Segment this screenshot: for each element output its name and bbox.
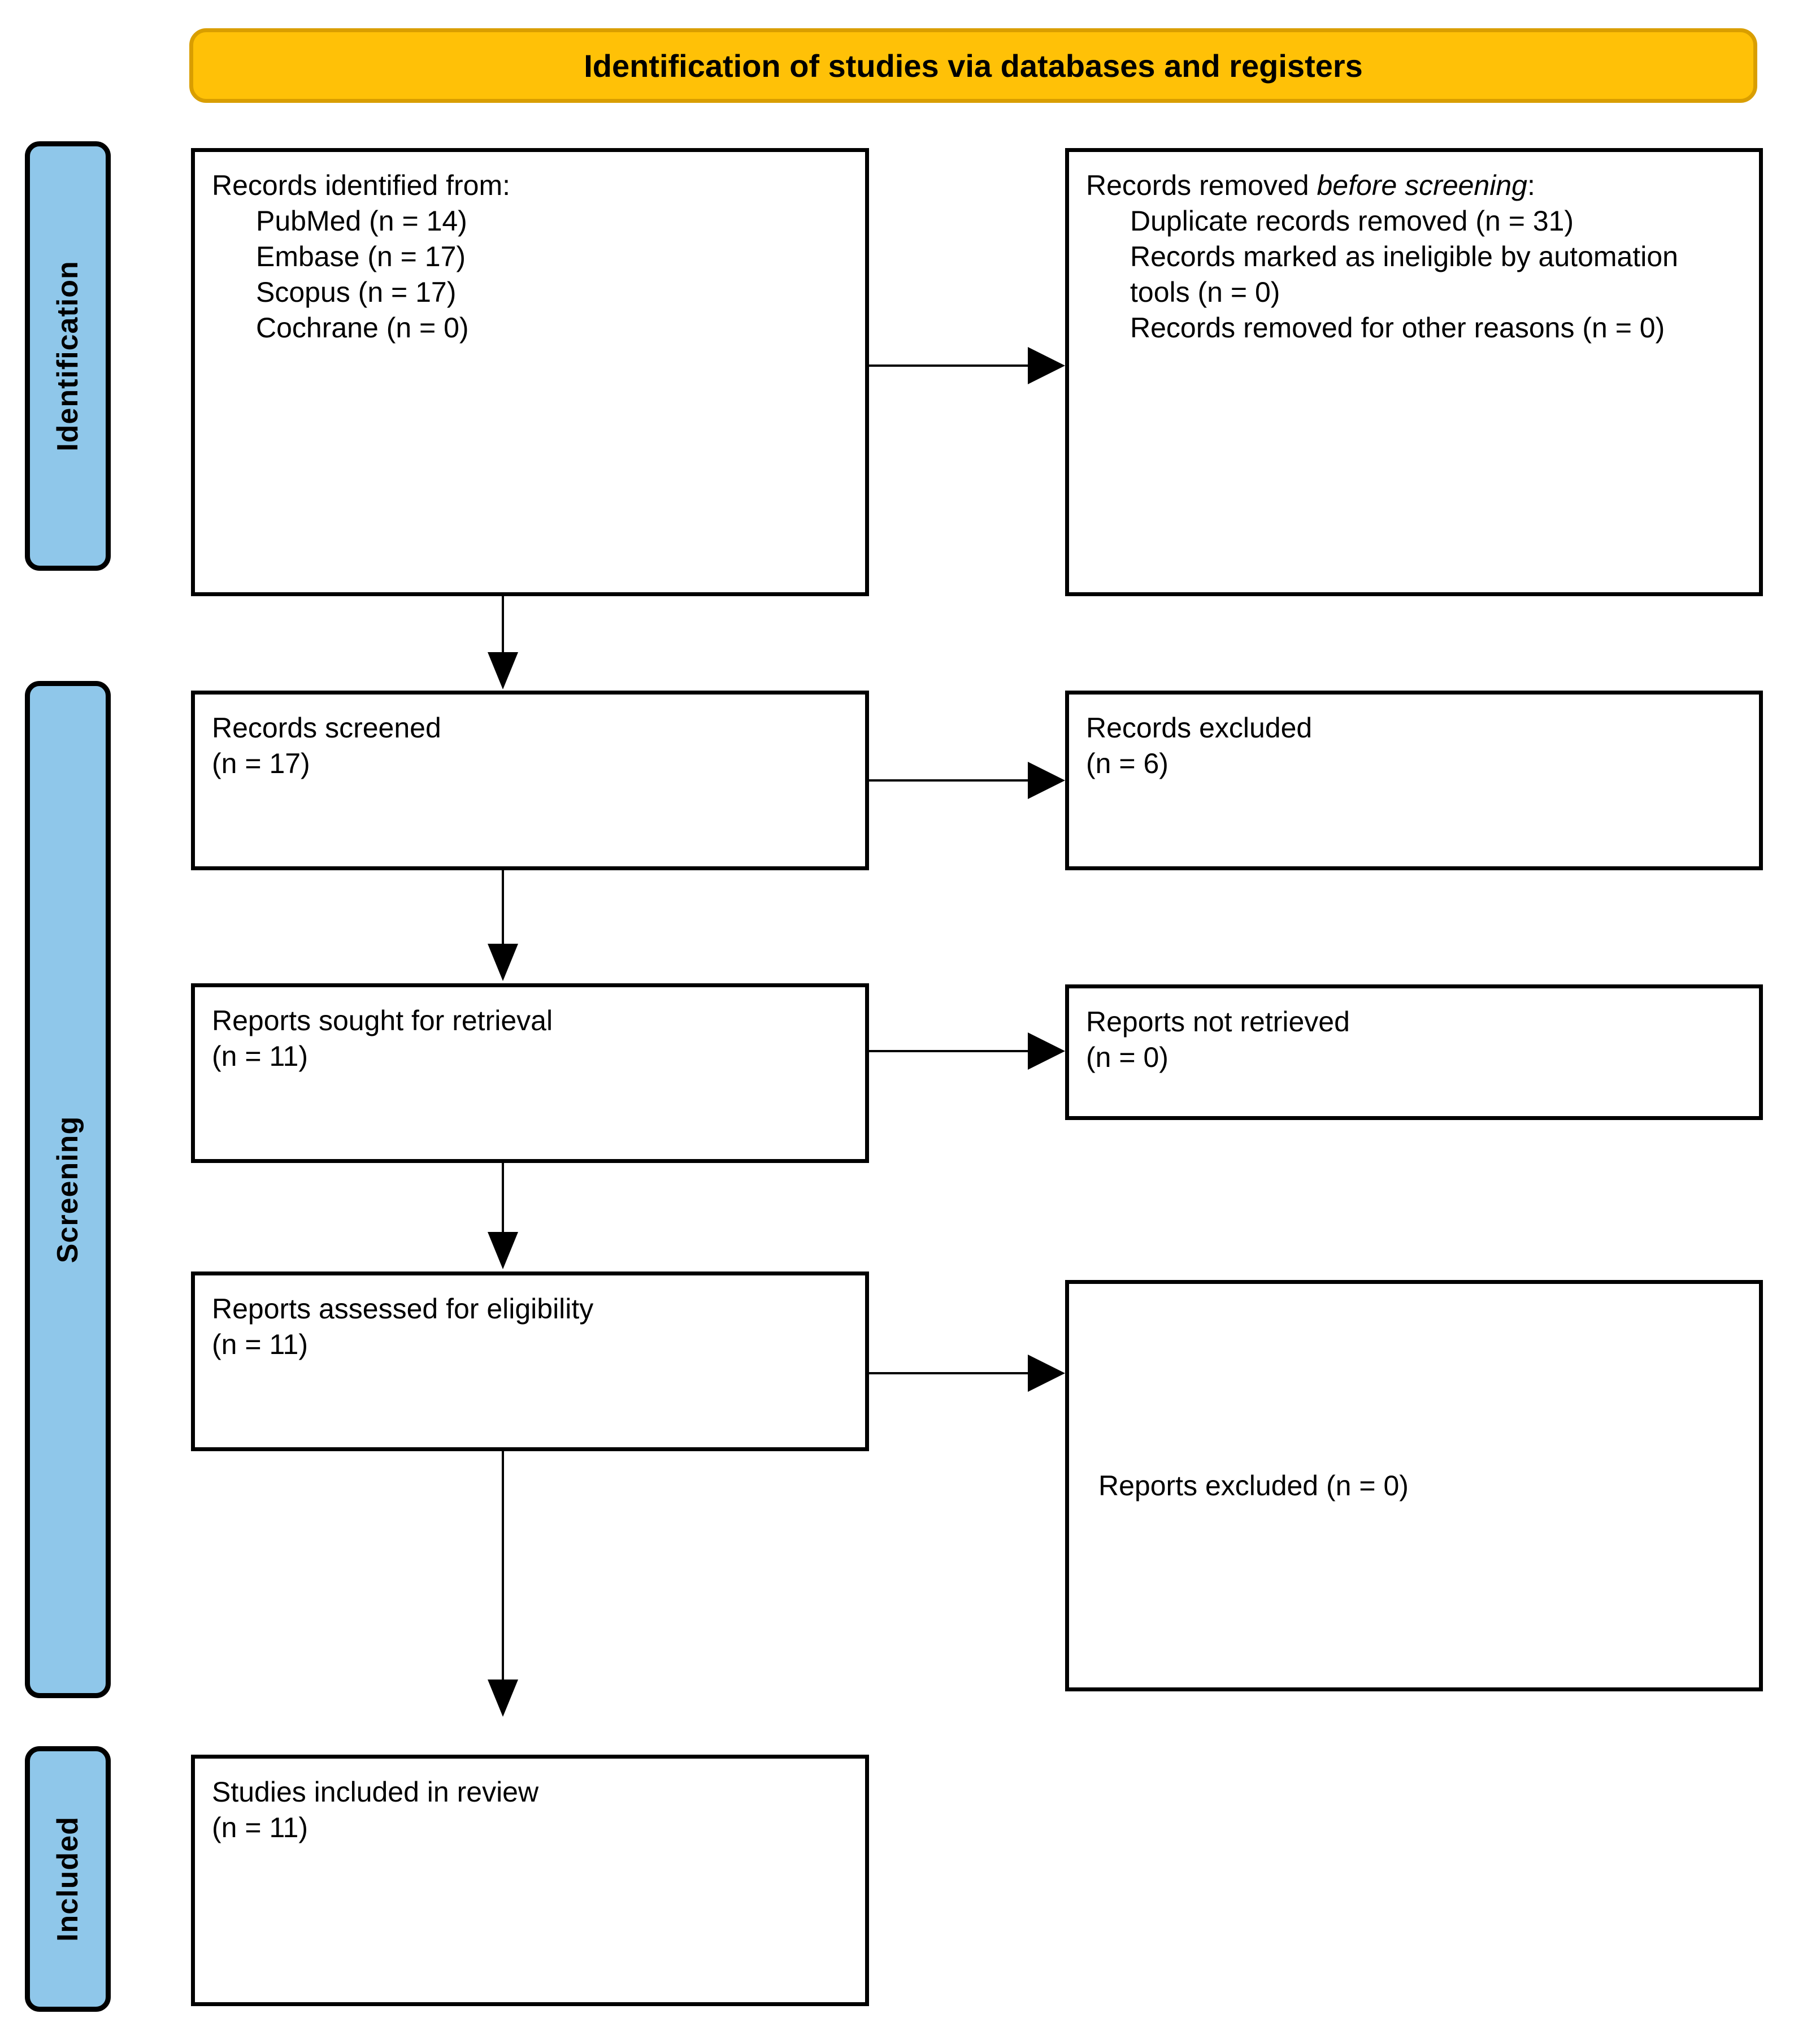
box-reports-sought-text: Reports sought for retrieval (n = 11) [212,1003,848,1074]
studies-included-count: (n = 11) [212,1812,308,1843]
arrowhead-down-icon [488,1232,518,1269]
source-embase: Embase (n = 17) [256,241,466,272]
records-screened-count: (n = 17) [212,748,310,779]
box-records-screened: Records screened (n = 17) [191,691,869,870]
reports-sought-count: (n = 11) [212,1040,308,1072]
connector-line [869,1050,1030,1052]
box-reports-assessed-text: Reports assessed for eligibility (n = 11) [212,1291,848,1362]
box-reports-not-retrieved-text: Reports not retrieved(n = 0) [1086,1004,1742,1075]
arrowhead-down-icon [488,652,518,689]
box-records-excluded-text: Records excluded (n = 6) [1086,710,1742,782]
connector-line [502,870,504,946]
reports-assessed-count: (n = 11) [212,1329,308,1360]
reports-excluded-label: Reports excluded (n = 0) [1098,1469,1409,1501]
arrowhead-right-icon [1028,762,1065,799]
records-identified-title: Records identified from: [212,170,511,201]
box-records-identified: Records identified from: PubMed (n = 14) E… [191,148,869,596]
records-screened-label: Records screened [212,712,441,744]
box-reports-not-retrieved: Reports not retrieved(n = 0) [1065,984,1763,1120]
arrowhead-right-icon [1028,1032,1065,1070]
box-records-screened-text: Records screened (n = 17) [212,710,848,782]
diagram-title: Identification of studies via databases … [584,47,1363,84]
arrowhead-right-icon [1028,1355,1065,1392]
diagram-header-banner: Identification of studies via databases … [189,28,1757,103]
connector-line [869,1372,1030,1374]
records-removed-title-prefix: Records removed [1086,170,1317,201]
connector-line [869,779,1030,782]
box-reports-excluded-text: Reports excluded (n = 0) [1086,1468,1409,1504]
removed-automation: Records marked as ineligible by automati… [1130,241,1686,308]
stage-label-identification: Identification [51,261,84,452]
box-studies-included: Studies included in review (n = 11) [191,1755,869,2006]
arrowhead-right-icon [1028,347,1065,384]
connector-line [869,364,1030,367]
records-excluded-label: Records excluded [1086,712,1313,744]
box-records-removed: Records removed before screening: Duplica… [1065,148,1763,596]
source-pubmed: PubMed (n = 14) [256,205,467,237]
arrowhead-down-icon [488,944,518,981]
stage-pill-included: Included [25,1746,111,2012]
box-records-excluded: Records excluded (n = 6) [1065,691,1763,870]
stage-pill-screening: Screening [25,681,111,1698]
stage-label-included: Included [51,1816,85,1942]
box-reports-assessed: Reports assessed for eligibility (n = 11) [191,1271,869,1451]
removed-duplicates: Duplicate records removed (n = 31) [1130,205,1574,237]
box-records-identified-text: Records identified from: PubMed (n = 14) E… [212,168,848,346]
connector-line [502,1163,504,1235]
source-cochrane: Cochrane (n = 0) [256,312,469,344]
source-scopus: Scopus (n = 17) [256,276,457,308]
records-removed-title-suffix: : [1527,170,1535,201]
reports-not-retrieved-count: (n = 0) [1086,1041,1169,1073]
reports-not-retrieved-label: Reports not retrieved [1086,1006,1350,1038]
stage-pill-identification: Identification [25,141,111,571]
box-reports-sought: Reports sought for retrieval (n = 11) [191,983,869,1163]
box-studies-included-text: Studies included in review (n = 11) [212,1774,848,1846]
records-removed-title-emphasis: before screening [1317,170,1527,201]
reports-assessed-label: Reports assessed for eligibility [212,1293,594,1325]
box-records-removed-text: Records removed before screening: Duplica… [1086,168,1742,346]
arrowhead-down-icon [488,1680,518,1717]
studies-included-label: Studies included in review [212,1776,539,1808]
connector-line [502,596,504,656]
reports-sought-label: Reports sought for retrieval [212,1005,553,1036]
connector-line [502,1451,504,1683]
box-reports-excluded: Reports excluded (n = 0) [1065,1280,1763,1691]
stage-label-screening: Screening [51,1116,85,1264]
records-excluded-count: (n = 6) [1086,748,1169,779]
removed-other: Records removed for other reasons (n = 0… [1130,312,1665,344]
